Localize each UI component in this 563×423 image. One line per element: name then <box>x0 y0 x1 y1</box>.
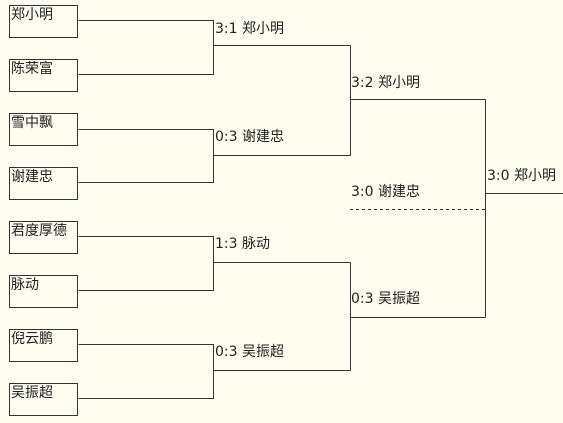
match-score: 3:1 <box>215 21 238 37</box>
match-winner: 谢建忠 <box>377 184 420 200</box>
player-slot-2: 陈荣富 <box>9 59 78 92</box>
match-score: 3:0 <box>487 168 510 184</box>
player-slot-5: 君度厚德 <box>9 221 78 254</box>
player-slot-4: 谢建忠 <box>9 167 78 200</box>
match-winner: 谢建忠 <box>241 129 284 145</box>
connector-final <box>485 99 563 318</box>
match-winner: 脉动 <box>241 236 270 252</box>
match-score: 1:3 <box>215 236 238 252</box>
connector-r1-m2 <box>78 129 351 183</box>
match-score: 3:0 <box>351 184 374 200</box>
connector-r1-m3 <box>78 236 351 291</box>
semifinal-result-2: 0:3 吴振超 <box>351 291 420 307</box>
connector-r1-m1 <box>78 20 351 75</box>
third-place-result: 3:0 谢建忠 <box>351 184 420 200</box>
match-winner: 郑小明 <box>377 75 420 91</box>
match-winner: 郑小明 <box>513 168 556 184</box>
match-winner: 吴振超 <box>241 344 284 360</box>
round1-result-1: 3:1 郑小明 <box>215 21 284 37</box>
final-result: 3:0 郑小明 <box>487 168 556 184</box>
connector-sf-1 <box>350 45 486 156</box>
match-score: 3:2 <box>351 75 374 91</box>
match-score: 0:3 <box>351 291 374 307</box>
player-slot-3: 雪中飘 <box>9 113 78 146</box>
match-score: 0:3 <box>215 129 238 145</box>
connector-r1-m4 <box>78 344 351 399</box>
player-slot-6: 脉动 <box>9 275 78 308</box>
round1-result-4: 0:3 吴振超 <box>215 344 284 360</box>
round1-result-2: 0:3 谢建忠 <box>215 129 284 145</box>
player-slot-8: 吴振超 <box>9 383 78 416</box>
match-winner: 郑小明 <box>241 21 284 37</box>
match-winner: 吴振超 <box>377 291 420 307</box>
player-slot-7: 倪云鹏 <box>9 329 78 362</box>
semifinal-result-1: 3:2 郑小明 <box>351 75 420 91</box>
match-score: 0:3 <box>215 344 238 360</box>
connector-sf-2 <box>350 262 486 371</box>
player-slot-1: 郑小明 <box>9 5 78 38</box>
round1-result-3: 1:3 脉动 <box>215 236 270 252</box>
